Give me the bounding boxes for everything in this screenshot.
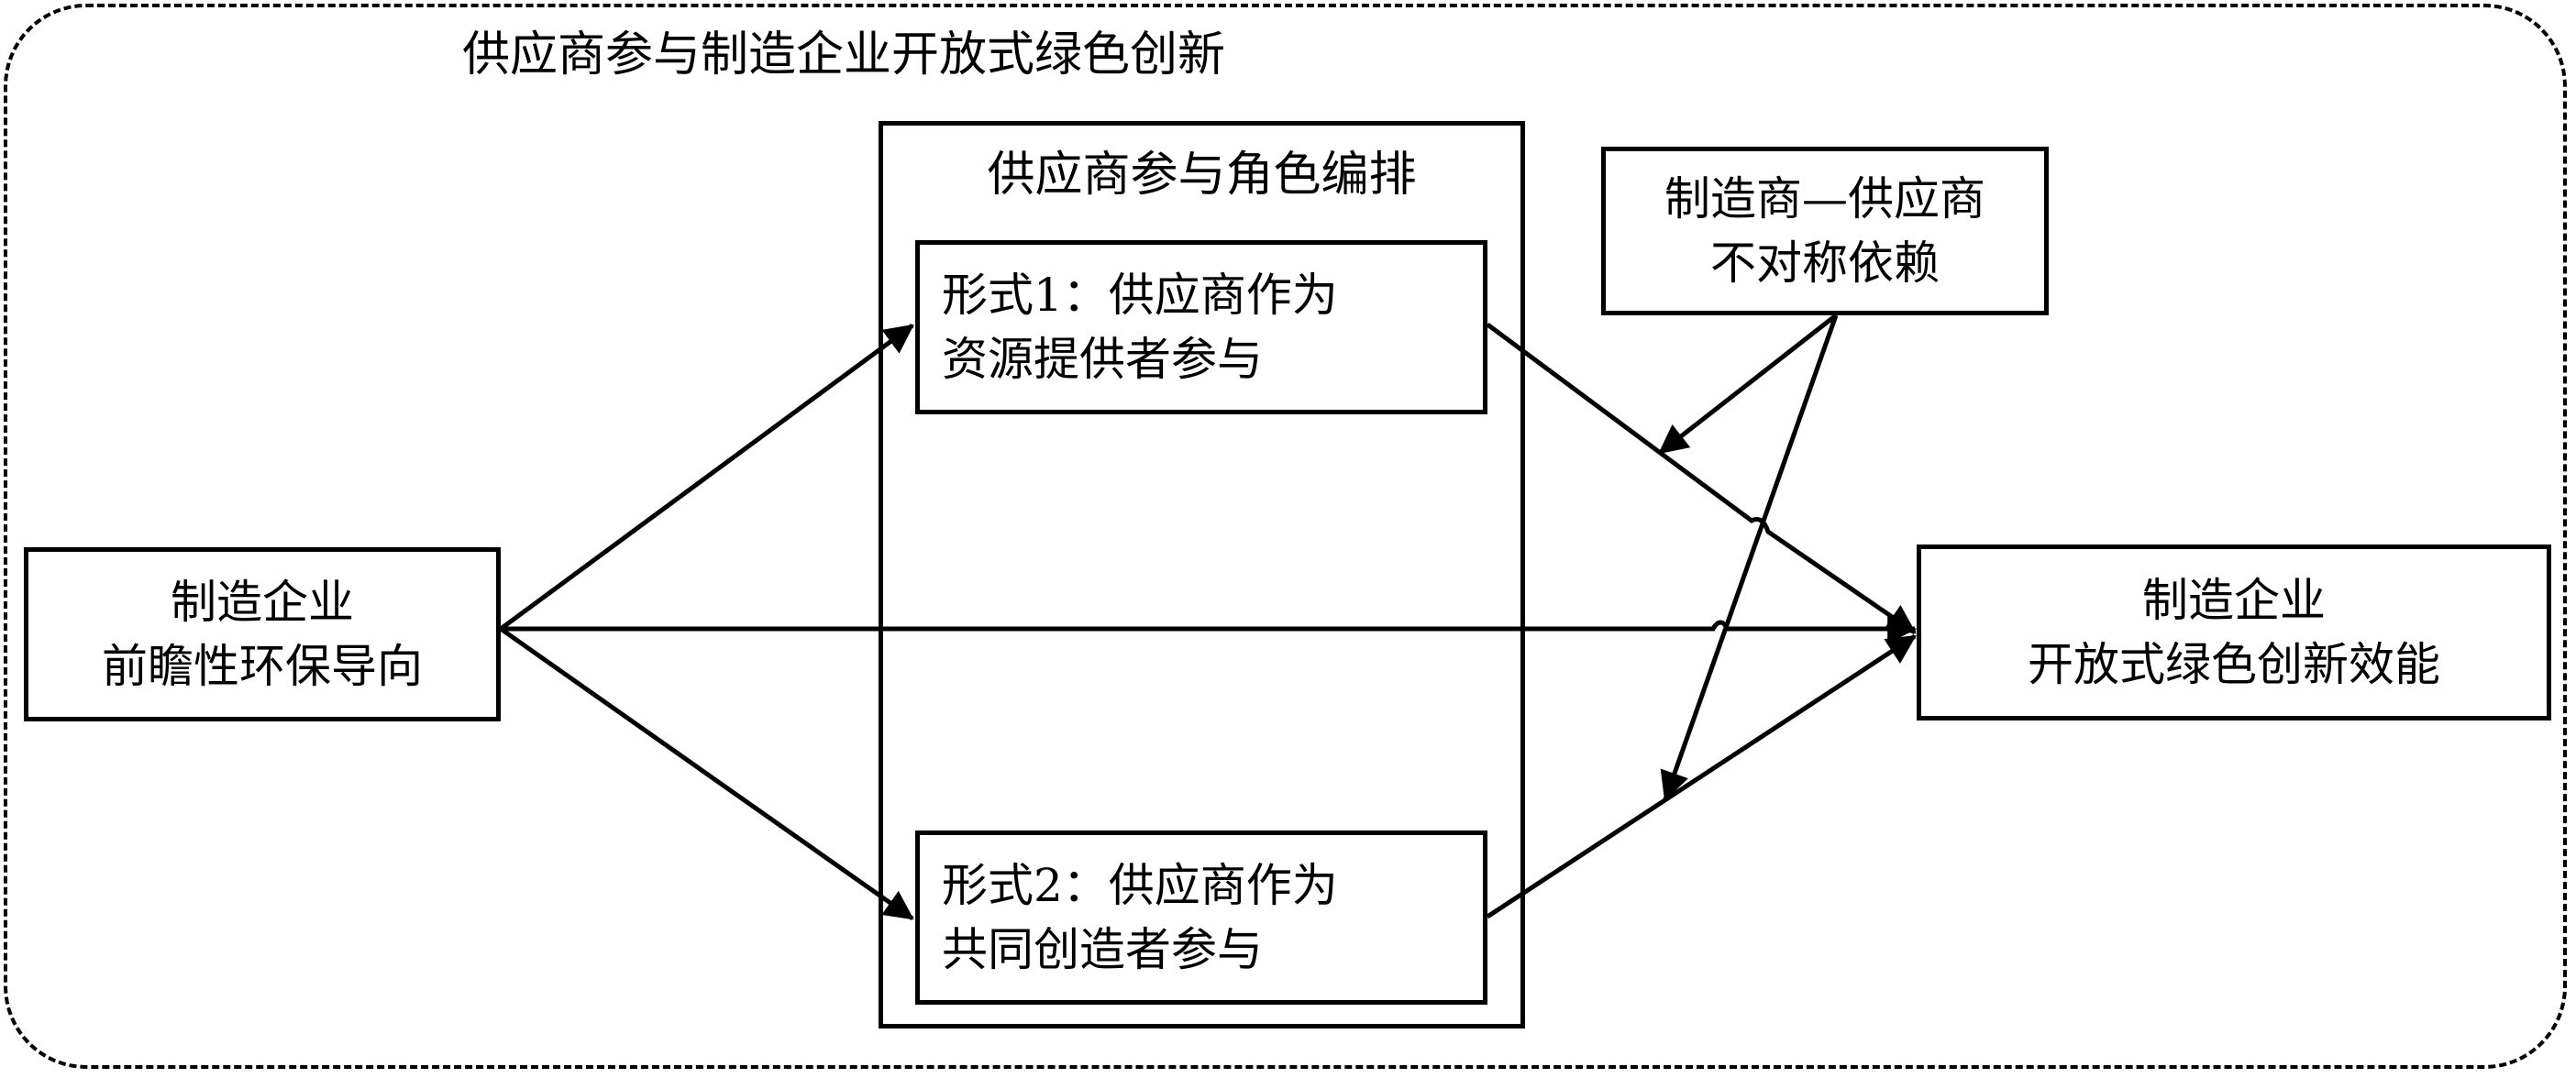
- antecedent-line1: 制造企业: [171, 576, 354, 629]
- form1-line2: 资源提供者参与: [942, 333, 1263, 386]
- role-orchestration-title: 供应商参与角色编排: [987, 148, 1417, 203]
- moderator-line1: 制造商—供应商: [1664, 172, 1985, 226]
- antecedent-line2: 前瞻性环保导向: [102, 640, 423, 693]
- form1-box: 形式1：供应商作为 资源提供者参与: [915, 240, 1487, 414]
- form2-line1: 形式2：供应商作为: [942, 859, 1338, 912]
- form1-line1: 形式1：供应商作为: [942, 269, 1338, 322]
- frame-title: 供应商参与制造企业开放式绿色创新: [461, 28, 1225, 82]
- moderator-line2: 不对称依赖: [1710, 236, 1940, 290]
- outcome-box: 制造企业 开放式绿色创新效能: [1917, 544, 2551, 720]
- form2-line2: 共同创造者参与: [942, 923, 1263, 976]
- outcome-line2: 开放式绿色创新效能: [2028, 638, 2440, 691]
- form2-box: 形式2：供应商作为 共同创造者参与: [915, 830, 1487, 1005]
- outer-dashed-frame: [4, 4, 2567, 1069]
- moderator-box: 制造商—供应商 不对称依赖: [1601, 147, 2049, 315]
- antecedent-box: 制造企业 前瞻性环保导向: [24, 547, 501, 721]
- outcome-line1: 制造企业: [2142, 574, 2326, 627]
